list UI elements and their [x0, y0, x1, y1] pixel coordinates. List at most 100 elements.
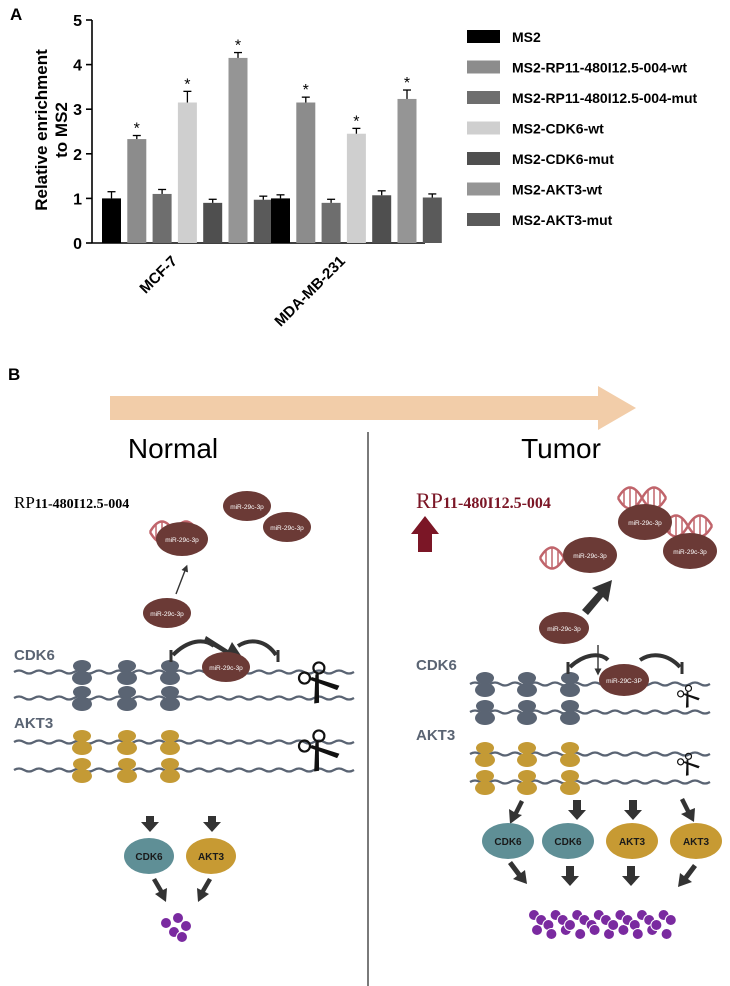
significance-star: * [353, 113, 359, 130]
ribosome-subunit [160, 697, 180, 711]
lncrna-suffix: 11-480I12.5-004 [35, 497, 130, 512]
mrna-strand [13, 695, 355, 701]
legend-label: MS2-AKT3-mut [512, 212, 613, 228]
proliferation-dot [650, 919, 663, 931]
ribosome-subunit [517, 781, 537, 795]
thin-arrow-up [175, 564, 189, 595]
proliferation-dot [564, 919, 576, 931]
ribosome-subunit [161, 660, 179, 672]
panel-b-label: B [8, 365, 20, 384]
protein-cdk6-tumor-2: CDK6 [542, 823, 594, 859]
ribosome-subunit [160, 769, 180, 783]
y-tick-label: 5 [73, 13, 82, 30]
legend-label: MS2-CDK6-mut [512, 151, 614, 167]
down-arrow-icon [561, 866, 579, 886]
ribosome-subunit [161, 758, 179, 770]
bar [127, 139, 147, 243]
mrna-strand [469, 779, 711, 785]
lncrna-label-normal: RP11-480I12.5-004 [14, 493, 129, 512]
inhibition-arc-left [568, 653, 610, 669]
mrna-strand [469, 709, 711, 715]
scissors-icon [294, 726, 342, 775]
legend-swatch [467, 182, 500, 196]
down-arrow-icon [624, 800, 642, 820]
bar [102, 198, 121, 243]
gene-label-cdk6: CDK6 [416, 657, 457, 674]
y-tick-label: 0 [73, 236, 82, 253]
inhibition-arc-right [236, 639, 278, 657]
ribosome-subunit [518, 700, 536, 712]
mirna-normal-bound-mrna: miR-29c-3p [202, 652, 250, 682]
header-tumor: Tumor [521, 433, 601, 464]
ribosome-subunit [72, 671, 92, 685]
bars-layer: ****** [102, 38, 442, 243]
lncrna-prefix: RP [416, 488, 443, 513]
bar [253, 199, 273, 243]
y-tick-label: 1 [73, 191, 82, 208]
protein-label: CDK6 [494, 837, 522, 848]
mirna-normal-source: miR-29c-3p [143, 598, 191, 628]
proliferation-dot [545, 928, 558, 940]
mirna-label: miR-29c-3p [270, 525, 304, 532]
lncrna-suffix: 11-480I12.5-004 [443, 495, 551, 512]
gene-label-cdk6: CDK6 [14, 647, 55, 664]
mirna-normal-bound: miR-29c-3p [156, 522, 208, 556]
ribosome-subunit [118, 660, 136, 672]
mirna-normal-free-1: miR-29c-3p [223, 491, 271, 521]
down-arrow-icon [152, 878, 167, 902]
significance-star: * [134, 121, 140, 138]
significance-star: * [235, 38, 241, 55]
down-arrow-icon [508, 861, 527, 884]
mirna-label: miR-29c-3p [150, 611, 184, 618]
legend-swatch [467, 60, 500, 74]
mrna-strand [469, 751, 711, 757]
ribosome-subunit [73, 758, 91, 770]
ribosome-subunit [475, 753, 495, 767]
mrna-strand [13, 669, 355, 675]
ribosome-subunit [518, 742, 536, 754]
ribosome-subunit [517, 711, 537, 725]
ribosome-subunit [118, 686, 136, 698]
bar [321, 202, 341, 243]
proliferation-dot [664, 914, 677, 926]
bar [346, 133, 366, 243]
legend-label: MS2 [512, 29, 541, 45]
down-arrow-icon [509, 800, 524, 824]
proliferation-dot [172, 912, 184, 924]
ribosome-subunit [161, 686, 179, 698]
gene-label-akt3: AKT3 [14, 715, 53, 732]
mirna-label: miR-29c-3p [230, 504, 264, 511]
ribosome-subunit [160, 671, 180, 685]
protein-akt3-tumor-2: AKT3 [670, 823, 722, 859]
proliferation-dot [176, 931, 188, 943]
protein-akt3-tumor-1: AKT3 [606, 823, 658, 859]
y-tick-label: 4 [73, 58, 82, 75]
ribosome-subunit [518, 672, 536, 684]
proliferation-dot [180, 920, 192, 932]
ribosome-subunit [476, 700, 494, 712]
inhibition-arc-right [638, 653, 682, 669]
proliferation-dots-normal [160, 912, 192, 943]
ribosome-subunit [518, 770, 536, 782]
ribosome-subunit [560, 781, 580, 795]
mirna-tumor-source: miR-29c-3p [539, 612, 589, 644]
header-normal: Normal [128, 433, 218, 464]
mirna-label: miR-29C-3P [606, 678, 642, 685]
proliferation-dot [531, 924, 543, 936]
proliferation-dot [160, 917, 172, 929]
ribosome-subunit [161, 730, 179, 742]
thick-arrow-up [582, 580, 612, 615]
ribosome-subunit [475, 711, 495, 725]
down-arrow-icon [622, 866, 640, 886]
protein-akt3-normal: AKT3 [186, 838, 236, 874]
significance-star: * [404, 75, 410, 92]
ribosome-subunit [561, 742, 579, 754]
down-arrow-icon [678, 864, 697, 887]
down-arrow-icon [568, 800, 586, 820]
legend-swatch [467, 152, 500, 165]
gene-label-akt3: AKT3 [416, 727, 455, 744]
ribosome-subunit [561, 672, 579, 684]
